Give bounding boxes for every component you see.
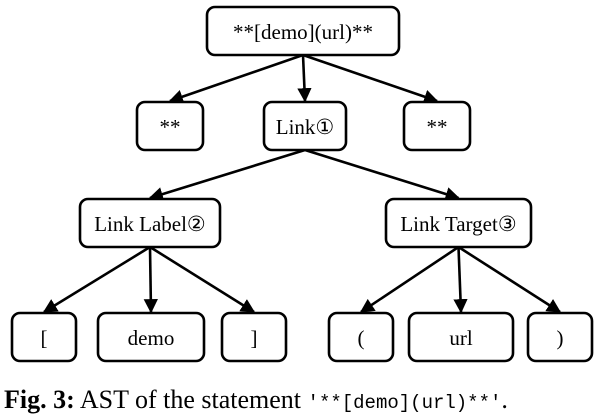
node-label-root: **[demo](url)** <box>233 20 373 44</box>
node-box-lbracket <box>10 311 78 363</box>
caption-end: . <box>501 385 508 414</box>
node-strong-open: ** <box>135 100 205 152</box>
node-strong-close: ** <box>402 100 472 152</box>
node-label-demo: demo <box>128 326 175 350</box>
edge-link-target-to-url <box>453 246 468 314</box>
node-box-demo <box>96 311 206 363</box>
node-link: Link① <box>262 100 348 152</box>
node-label-strong-open: ** <box>160 115 181 139</box>
edge-link-label-to-rbracket <box>149 245 256 314</box>
node-box-link <box>262 100 348 152</box>
edge-root-to-strong-open <box>168 53 304 104</box>
node-label-rbracket: ] <box>251 326 258 350</box>
node-rbracket: ] <box>220 311 288 363</box>
node-label-strong-close: ** <box>427 115 448 139</box>
node-label-url: url <box>449 326 472 350</box>
node-demo: demo <box>96 311 206 363</box>
node-link-label: Link Label② <box>78 197 222 249</box>
edge-link-target-to-rparen <box>457 245 562 314</box>
node-label-lparen: ( <box>358 326 365 350</box>
edge-root-to-link <box>297 54 312 103</box>
node-label-link: Link① <box>276 115 335 139</box>
node-label-link-label: Link Label② <box>94 212 206 236</box>
node-root: **[demo](url)** <box>205 5 401 57</box>
caption-code: '**[demo](url)**' <box>307 392 502 414</box>
node-link-target: Link Target③ <box>384 197 533 249</box>
node-lparen: ( <box>327 311 395 363</box>
node-label-link-target: Link Target③ <box>400 212 516 236</box>
edge-root-to-strong-close <box>302 53 439 104</box>
node-box-rbracket <box>220 311 288 363</box>
figure-caption: Fig. 3: AST of the statement '**[demo](u… <box>4 384 616 419</box>
node-box-strong-close <box>402 100 472 152</box>
node-box-root <box>205 5 401 57</box>
edges <box>42 53 562 314</box>
figure-number: Fig. 3: <box>4 385 75 414</box>
edge-link-target-to-lparen <box>359 245 460 314</box>
node-label-rparen: ) <box>557 326 564 350</box>
node-box-link-target <box>384 197 533 249</box>
node-box-url <box>407 311 515 363</box>
node-label-lbracket: [ <box>41 326 48 350</box>
node-box-strong-open <box>135 100 205 152</box>
caption-text: AST of the statement <box>74 385 308 414</box>
edge-link-to-link-label <box>148 148 306 202</box>
edge-link-label-to-demo <box>143 246 158 314</box>
node-box-link-label <box>78 197 222 249</box>
edge-link-label-to-lbracket <box>42 245 151 314</box>
nodes: **[demo](url)** ** Link① ** Link Label② Link … <box>10 5 594 363</box>
ast-diagram: **[demo](url)** ** Link① ** Link Label② Link … <box>10 5 594 363</box>
node-rparen: ) <box>526 311 594 363</box>
edge-link-to-link-target <box>304 148 460 201</box>
node-url: url <box>407 311 515 363</box>
node-box-lparen <box>327 311 395 363</box>
node-lbracket: [ <box>10 311 78 363</box>
node-box-rparen <box>526 311 594 363</box>
